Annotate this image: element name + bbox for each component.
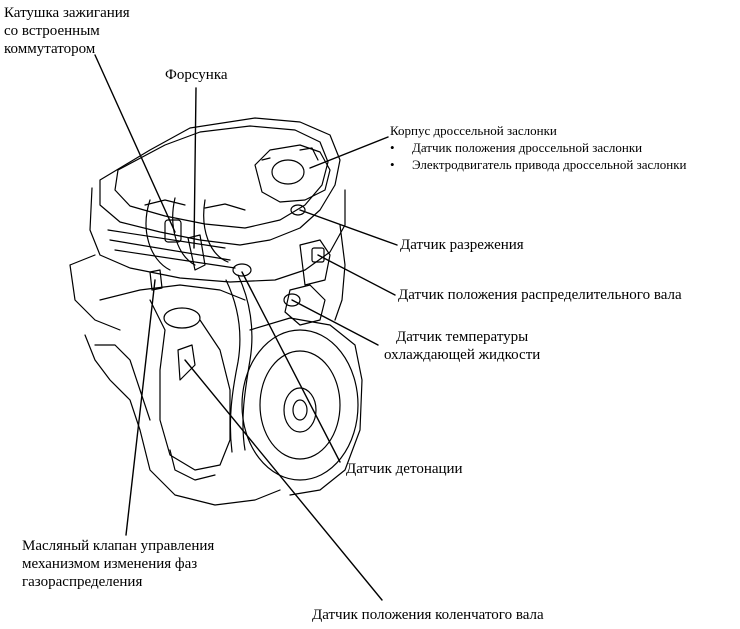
ocv-label: Масляный клапан управления механизмом из… bbox=[22, 537, 214, 591]
bullet-icon: • bbox=[390, 157, 395, 172]
map-sensor-shape bbox=[290, 204, 306, 216]
crankshaft-sensor-label: Датчик положения коленчатого вала bbox=[312, 607, 544, 623]
camshaft-sensor-label: Датчик положения распределительного вала bbox=[398, 287, 682, 303]
ocv-line-1: Масляный клапан управления bbox=[22, 538, 215, 554]
coolant-temp-line-2: охлаждающей жидкости bbox=[384, 347, 541, 363]
ignition-coil-line-1: Катушка зажигания bbox=[4, 5, 130, 21]
bullet-icon: • bbox=[390, 140, 395, 155]
injector-label: Форсунка bbox=[165, 67, 228, 83]
coolant-sensor-shape bbox=[283, 293, 301, 307]
injector-shape bbox=[187, 234, 206, 271]
crank-sensor-shape bbox=[177, 344, 196, 381]
throttle-body-title: Корпус дроссельной заслонки bbox=[390, 123, 557, 138]
throttle-body-item: •Датчик положения дроссельной заслонки bbox=[390, 140, 643, 155]
component-shapes bbox=[149, 204, 325, 381]
coolant-temp-sensor-label: Датчик температуры охлаждающей жидкости bbox=[384, 328, 540, 364]
ignition-coil-shape bbox=[164, 219, 182, 243]
knock-sensor-shape bbox=[232, 263, 252, 277]
ocv-line-2: механизмом изменения фаз bbox=[22, 556, 198, 572]
ignition-coil-line-2: со встроенным bbox=[4, 23, 100, 39]
ocv-shape bbox=[149, 269, 163, 291]
map-sensor-label: Датчик разрежения bbox=[400, 237, 524, 253]
coolant-temp-line-1: Датчик температуры bbox=[396, 329, 529, 345]
ignition-coil-line-3: коммутатором bbox=[4, 41, 96, 57]
throttle-body-label: Корпус дроссельной заслонки •Датчик поло… bbox=[390, 122, 686, 173]
ignition-coil-label: Катушка зажигания со встроенным коммутат… bbox=[4, 4, 130, 58]
throttle-body-item: •Электродвигатель привода дроссельной за… bbox=[390, 157, 687, 172]
leader-lines bbox=[94, 54, 398, 601]
knock-sensor-label: Датчик детонации bbox=[346, 461, 463, 477]
engine-body bbox=[69, 117, 363, 506]
cam-sensor-shape bbox=[311, 247, 325, 263]
ocv-line-3: газораспределения bbox=[22, 574, 143, 590]
